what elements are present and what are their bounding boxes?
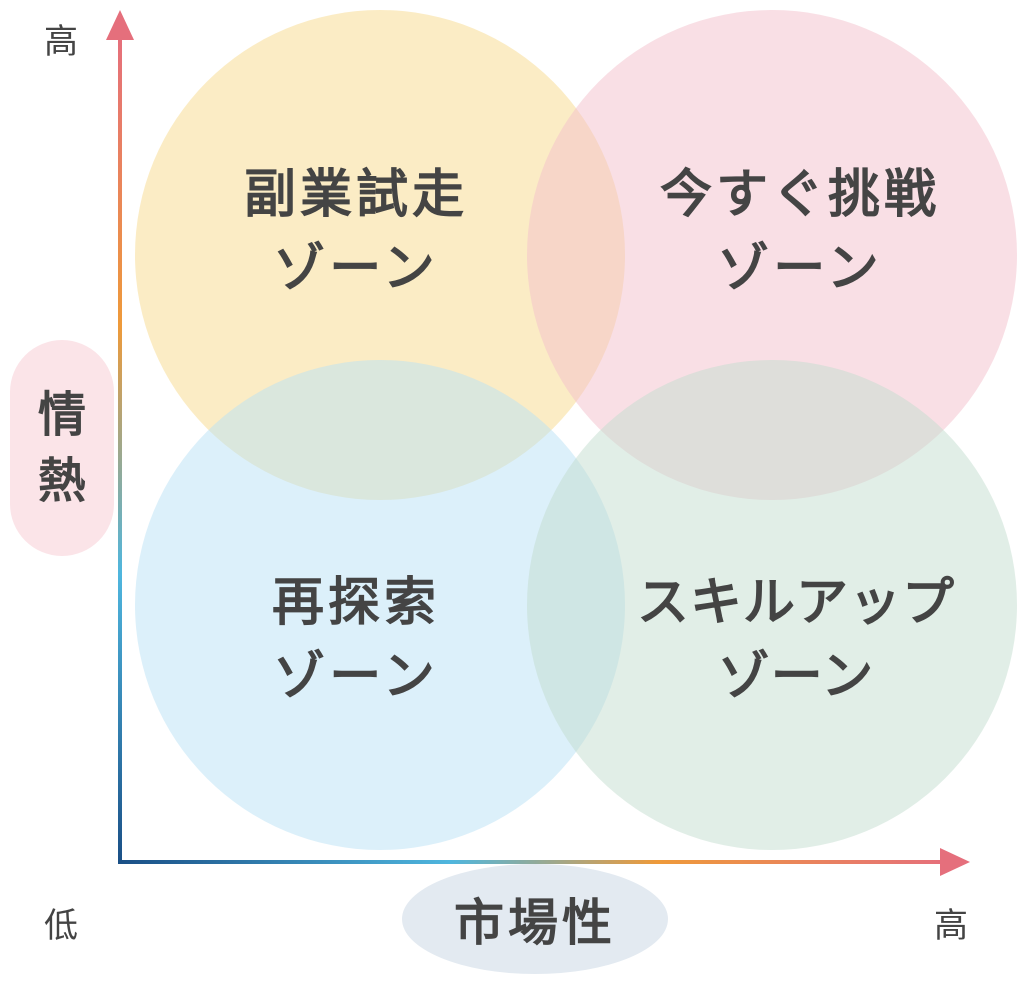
x-axis-arrowhead: [940, 848, 970, 876]
x-axis-high-label: 高: [934, 906, 968, 946]
x-axis-label-text: 市場性: [454, 894, 616, 952]
zone-top-right: 今すぐ挑戦 ゾーン: [590, 158, 1010, 306]
zone-subtitle: ゾーン: [273, 239, 439, 299]
zone-title: 副業試走: [243, 165, 468, 225]
zone-title: 今すぐ挑戦: [659, 165, 940, 225]
zone-circle-top-right: [527, 10, 1017, 500]
zone-circle-bottom-right: [527, 360, 1017, 850]
zone-subtitle: ゾーン: [273, 647, 439, 707]
y-axis-label: 情 熱: [10, 340, 114, 556]
zone-title: スキルアップ: [636, 573, 955, 633]
zone-circle-top-left: [135, 10, 625, 500]
zone-subtitle: ゾーン: [717, 239, 883, 299]
zone-top-left: 副業試走 ゾーン: [146, 158, 566, 306]
zone-circle-bottom-left: [135, 360, 625, 850]
y-axis-arrowhead: [106, 10, 134, 40]
y-axis-high-label: 高: [44, 22, 78, 62]
y-axis-label-char: 熱: [37, 453, 86, 509]
x-axis-line: [118, 860, 948, 864]
zone-bottom-left: 再探索 ゾーン: [146, 566, 566, 714]
zone-subtitle: ゾーン: [717, 647, 875, 707]
y-axis-line: [118, 36, 122, 864]
y-axis-label-char: 情: [37, 387, 86, 443]
x-axis-label: 市場性: [402, 864, 668, 974]
zone-title: 再探索: [271, 573, 440, 633]
zone-bottom-right: スキルアップ ゾーン: [586, 566, 1006, 714]
axis-low-label: 低: [44, 906, 78, 946]
